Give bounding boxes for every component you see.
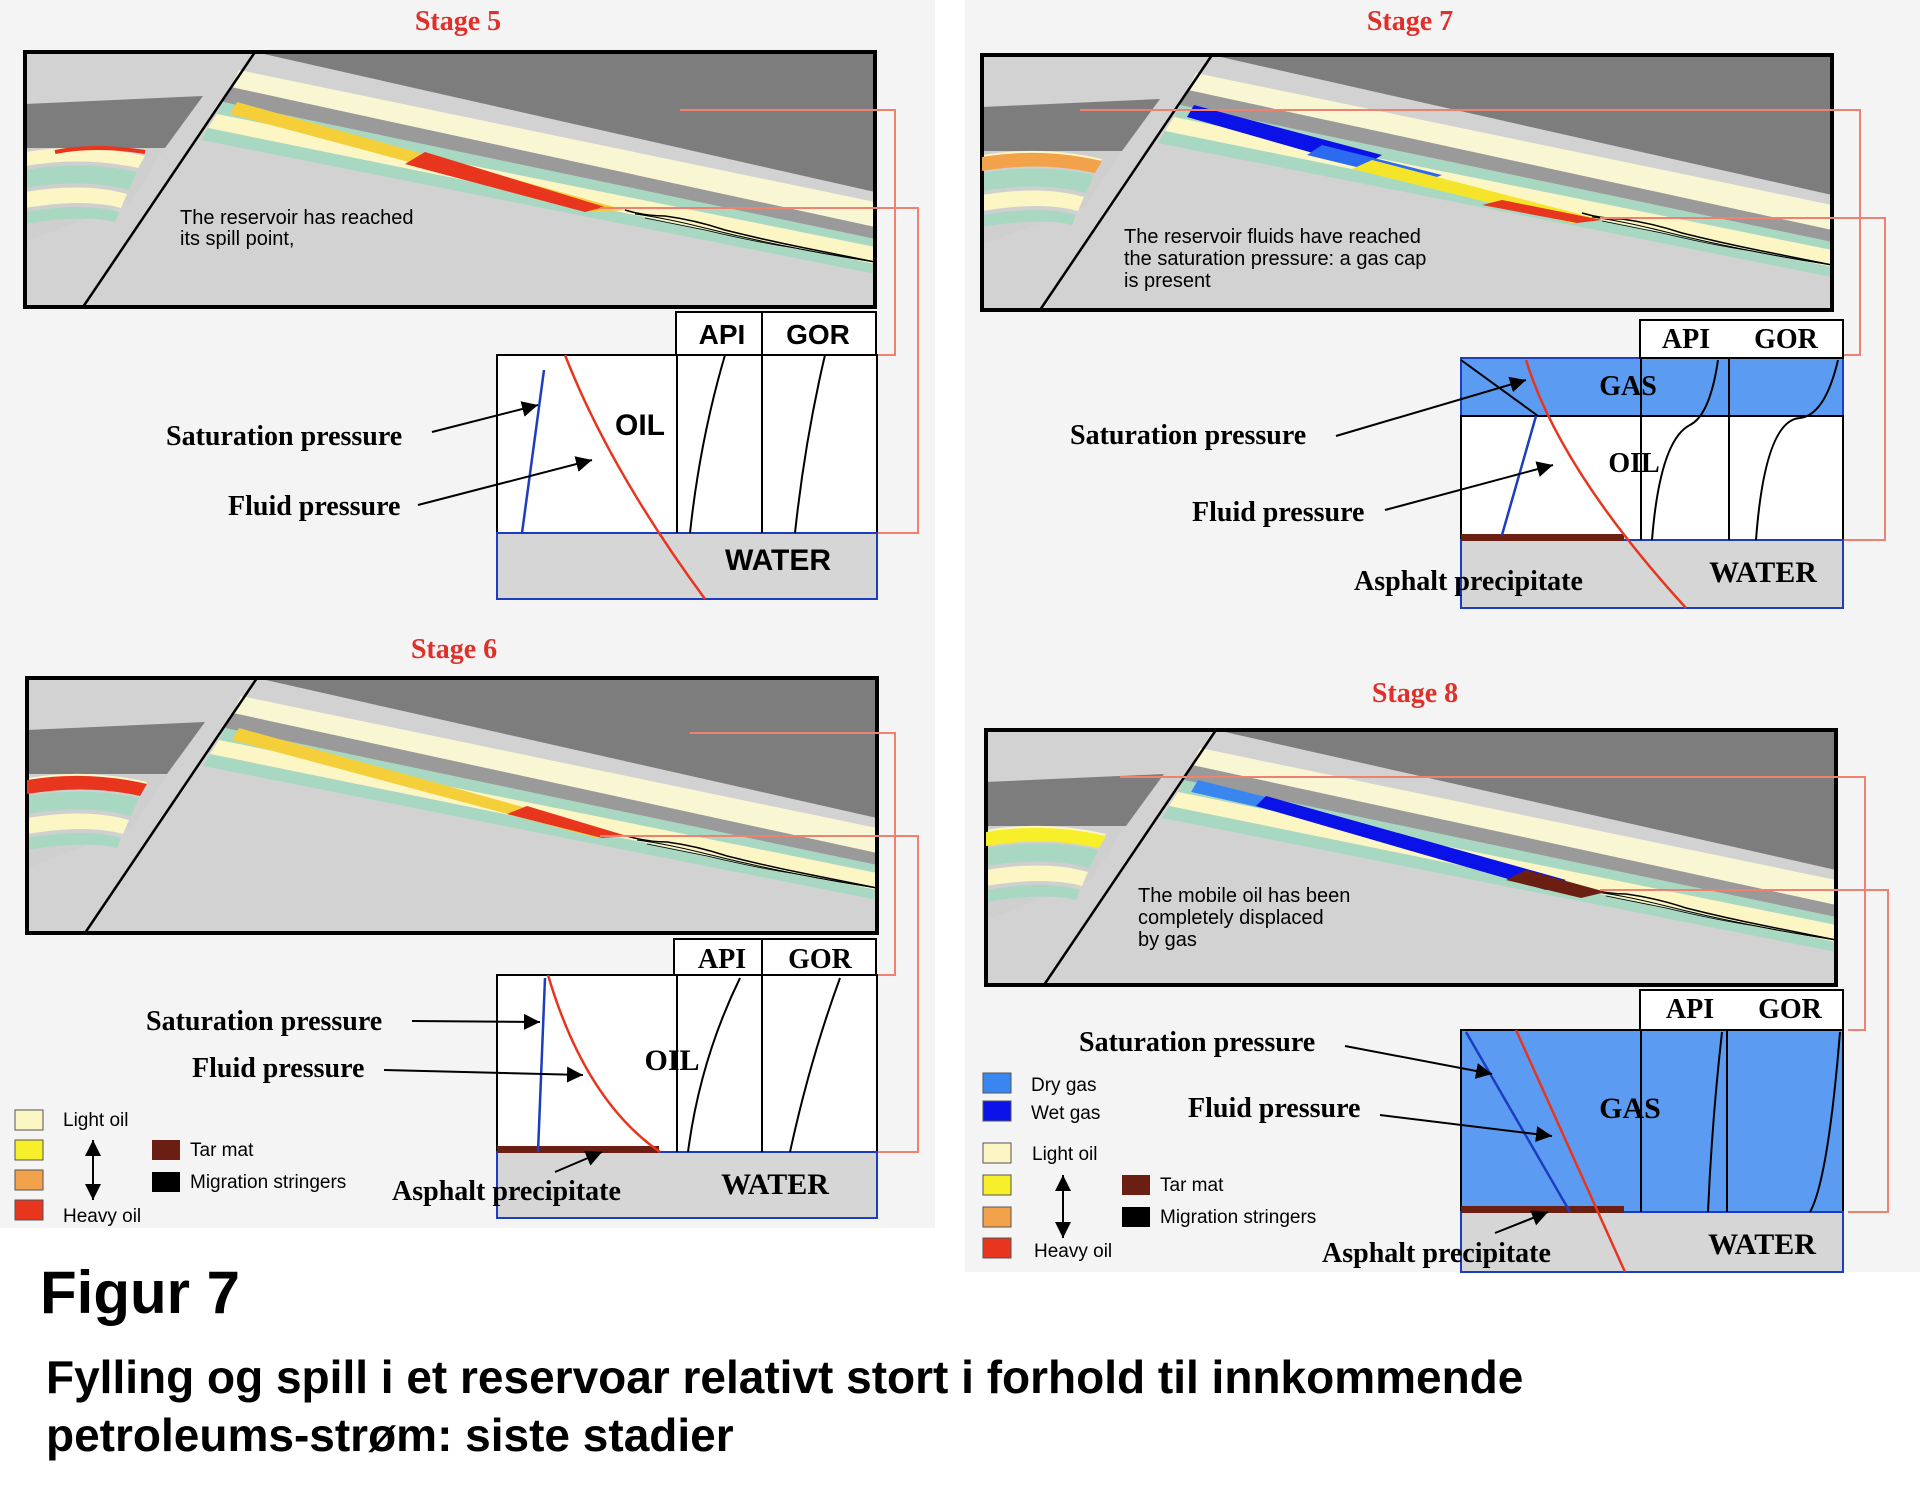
water-label: WATER	[725, 544, 831, 577]
water-label: WATER	[1709, 556, 1817, 589]
saturation-label: Saturation pressure	[1070, 420, 1306, 451]
legend-tar-mat: Tar mat	[190, 1140, 254, 1161]
legend-wet-gas: Wet gas	[1031, 1103, 1100, 1124]
asphalt-label: Asphalt precipitate	[1322, 1238, 1551, 1269]
legend-swatch-orange-oil	[14, 1169, 44, 1191]
stage-note: its spill point,	[180, 228, 295, 250]
legend-swatch-migration	[1122, 1207, 1150, 1227]
saturation-label: Saturation pressure	[146, 1006, 382, 1037]
gor-header: GOR	[1758, 994, 1823, 1025]
oil-label: OIL	[615, 409, 665, 442]
gas-label: GAS	[1599, 371, 1657, 402]
legend-swatch-orange-oil	[982, 1206, 1012, 1228]
cross-section: The reservoir fluids have reached the sa…	[980, 53, 1834, 312]
legend-swatch-wet-gas	[982, 1100, 1012, 1122]
fluid-label: Fluid pressure	[228, 491, 400, 522]
legend-left: Light oil Heavy oil Tar mat Migration st…	[14, 1109, 346, 1227]
stage-title: Stage 8	[1372, 678, 1458, 709]
legend-light-oil: Light oil	[63, 1110, 129, 1131]
legend-dry-gas: Dry gas	[1031, 1075, 1096, 1096]
stage-note: by gas	[1138, 929, 1197, 951]
oil-label: OIL	[1608, 448, 1659, 479]
asphalt-label: Asphalt precipitate	[392, 1176, 621, 1207]
cross-section: The reservoir has reached its spill poin…	[23, 50, 877, 309]
legend-tar-mat: Tar mat	[1160, 1175, 1224, 1196]
stage-note: The reservoir fluids have reached	[1124, 226, 1421, 248]
legend-light-oil: Light oil	[1032, 1144, 1098, 1165]
legend-swatch-medium-oil	[982, 1174, 1012, 1196]
api-header: API	[1662, 324, 1710, 355]
legend-swatch-heavy-oil	[982, 1237, 1012, 1259]
stage-note: is present	[1124, 270, 1211, 292]
legend-heavy-oil: Heavy oil	[63, 1206, 141, 1227]
water-label: WATER	[721, 1168, 829, 1201]
stage-note: The reservoir has reached	[180, 207, 413, 229]
legend-swatch-light-oil	[982, 1142, 1012, 1164]
stage-title: Stage 6	[411, 634, 497, 665]
legend-swatch-medium-oil	[14, 1139, 44, 1161]
legend-swatch-dry-gas	[982, 1072, 1012, 1094]
gor-header: GOR	[788, 944, 853, 975]
saturation-label: Saturation pressure	[1079, 1027, 1315, 1058]
stage-note: The mobile oil has been	[1138, 885, 1350, 907]
stage-title: Stage 7	[1367, 6, 1453, 37]
figure-label: Figur 7	[40, 1259, 241, 1326]
legend-swatch-tar-mat	[1122, 1175, 1150, 1195]
gor-header: GOR	[786, 319, 850, 350]
legend-right: Dry gas Wet gas Light oil Heavy oil Tar …	[982, 1072, 1316, 1262]
stage-title: Stage 5	[415, 6, 501, 37]
fluid-label: Fluid pressure	[1192, 497, 1364, 528]
oil-label: OIL	[644, 1044, 699, 1077]
legend-heavy-oil: Heavy oil	[1034, 1241, 1112, 1262]
legend-swatch-migration	[152, 1172, 180, 1192]
legend-swatch-heavy-oil	[14, 1199, 44, 1221]
stage-8-panel: Stage 8 The mobile oil has been complete…	[982, 678, 1889, 1273]
legend-swatch-light-oil	[14, 1109, 44, 1131]
saturation-label: Saturation pressure	[166, 421, 402, 452]
api-header: API	[698, 944, 746, 975]
api-header: API	[1666, 994, 1714, 1025]
asphalt-label: Asphalt precipitate	[1354, 566, 1583, 597]
gor-header: GOR	[1754, 324, 1819, 355]
cross-section: The mobile oil has been completely displ…	[984, 728, 1838, 987]
caption-line: petroleums-strøm: siste stadier	[46, 1409, 734, 1461]
cross-section	[25, 676, 879, 935]
legend-swatch-tar-mat	[152, 1140, 180, 1160]
stage-5-panel: Stage 5 The reservoir has reached its sp…	[23, 6, 919, 600]
stage-note: the saturation pressure: a gas cap	[1124, 248, 1426, 270]
legend-migration: Migration stringers	[1160, 1207, 1316, 1228]
gas-label: GAS	[1599, 1092, 1661, 1125]
stage-7-panel: Stage 7 The reservoir fluids have reache…	[980, 6, 1886, 609]
fluid-label: Fluid pressure	[192, 1053, 364, 1084]
api-header: API	[699, 319, 746, 350]
caption-line: Fylling og spill i et reservoar relativt…	[46, 1351, 1524, 1403]
figure-caption: Fylling og spill i et reservoar relativt…	[46, 1348, 1746, 1464]
legend-migration: Migration stringers	[190, 1172, 346, 1193]
stage-note: completely displaced	[1138, 907, 1324, 929]
stage-6-panel: Stage 6 API GOR OIL WATER Saturation pre…	[14, 634, 919, 1227]
fluid-label: Fluid pressure	[1188, 1093, 1360, 1124]
water-label: WATER	[1708, 1228, 1816, 1261]
